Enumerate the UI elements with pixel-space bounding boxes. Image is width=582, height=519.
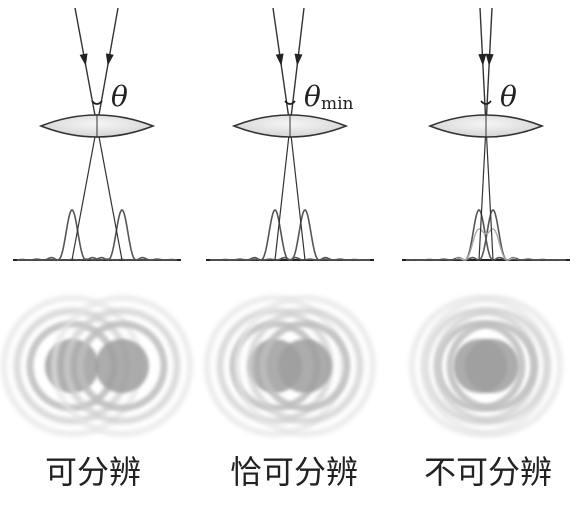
arrow-icon <box>294 53 303 66</box>
angle-label-unresolvable: θ <box>500 80 517 113</box>
airy-ring-middle <box>434 308 550 424</box>
airy-central-disk <box>95 339 149 393</box>
intensity-curve-right <box>406 209 566 261</box>
incident-ray-right <box>96 7 119 127</box>
airy-central-disk <box>278 339 332 393</box>
intensity-curve-left <box>17 209 177 261</box>
airy-pattern-right <box>234 295 376 437</box>
angle-label-just-resolvable: θ <box>304 80 321 113</box>
angle-label-resolvable: θ <box>111 80 128 113</box>
angle-subscript-min: min <box>321 94 354 114</box>
incident-ray-left <box>479 7 487 127</box>
airy-ring-outer <box>421 295 563 437</box>
intensity-curve-left <box>210 209 370 261</box>
angle-arc <box>480 100 492 105</box>
angle-arc <box>91 100 103 105</box>
airy-ring-inner <box>76 320 168 412</box>
panel-unresolvable <box>402 7 570 437</box>
angle-arc <box>284 100 296 105</box>
arrow-icon <box>478 53 487 66</box>
transmitted-ray-left <box>485 125 494 261</box>
transmitted-ray-right <box>478 125 487 261</box>
panel-resolvable <box>1 7 193 437</box>
airy-ring-inner <box>259 320 351 412</box>
airy-ring-outer <box>234 295 376 437</box>
panel-just-resolvable <box>204 7 376 437</box>
airy-central-disk <box>465 339 519 393</box>
intensity-curve-right <box>17 209 177 261</box>
incident-ray-left <box>272 7 291 127</box>
transmitted-ray-right <box>274 125 291 261</box>
transmitted-ray-right <box>71 125 98 261</box>
arrow-icon <box>485 53 494 66</box>
caption-unresolvable: 不可分辨 <box>423 453 552 491</box>
airy-pattern-right <box>51 295 193 437</box>
incident-ray-right <box>485 7 493 127</box>
transmitted-ray-left <box>96 125 123 261</box>
caption-just-resolvable: 恰可分辨 <box>229 453 358 491</box>
airy-ring-middle <box>247 308 363 424</box>
airy-ring-outer <box>204 295 346 437</box>
arrow-icon <box>105 53 114 66</box>
transmitted-ray-left <box>289 125 306 261</box>
arrow-icon <box>275 53 284 66</box>
airy-ring-middle <box>64 308 180 424</box>
combined-intensity-curve <box>455 228 517 261</box>
intensity-curve-right <box>210 209 370 261</box>
incident-ray-left <box>74 7 98 127</box>
caption-resolvable: 可分辨 <box>44 453 141 491</box>
incident-ray-right <box>289 7 305 127</box>
airy-pattern-right <box>421 295 563 437</box>
arrow-icon <box>79 53 88 66</box>
airy-ring-inner <box>446 320 538 412</box>
airy-ring-outer <box>51 295 193 437</box>
